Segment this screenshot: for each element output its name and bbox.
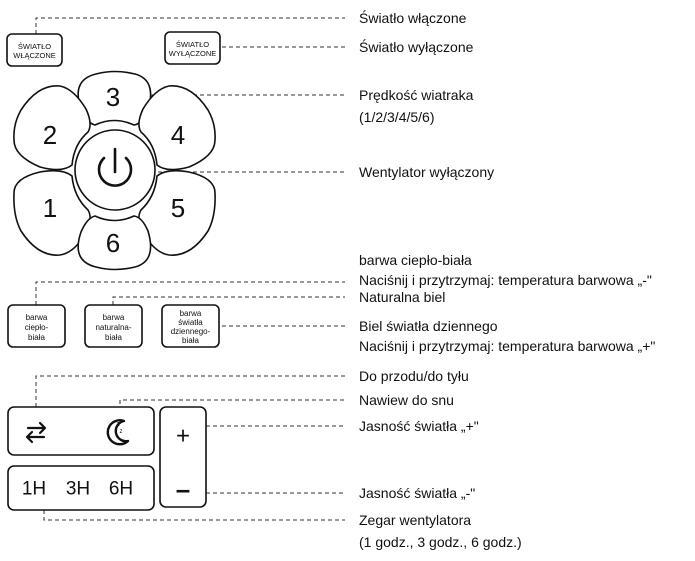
label-natural-white: Naturalna biel [359,289,445,305]
light-on-button-line2: WŁĄCZONE [13,51,56,60]
speed-1-label: 1 [43,193,57,223]
speed-2-label: 2 [43,120,57,150]
speed-4-label: 4 [171,120,185,150]
brightness-minus-label: – [176,474,190,504]
warm-white-button[interactable]: barwa ciepło- biała [7,304,66,348]
timer-panel: 1H 3H 6H [7,465,155,511]
label-light-on: Światło włączone [359,9,467,26]
label-warm-white: barwa ciepło-biała [359,252,472,268]
label-fan-speed: Prędkość wiatraka [359,87,474,103]
reverse-direction-button[interactable] [10,409,78,453]
light-off-button-line1: ŚWIATŁO [176,40,209,49]
label-brightness-down: Jasność światła „-" [359,485,475,501]
direction-sleep-panel: z z [7,406,155,456]
warm-white-line1: barwa [26,313,48,322]
reverse-arrows-icon [25,421,47,444]
moon-zz-icon: z z [106,419,130,446]
label-timer: Zegar wentylatora [359,512,471,528]
label-daylight-white: Biel światła dziennego [359,318,498,334]
timer-3h-button[interactable]: 3H [66,479,90,500]
brightness-panel: + – [159,406,207,508]
light-off-button-line2: WYŁĄCZONE [169,49,217,58]
sleep-mode-button[interactable]: z z [82,409,152,453]
power-icon [97,147,133,187]
daylight-white-line2: światła [178,318,203,327]
warm-white-line2: ciepło- [25,323,49,332]
label-direction: Do przodu/do tyłu [359,368,469,384]
speed-6-label: 6 [106,228,120,258]
label-warm-hold: Naciśnij i przytrzymaj: temperatura barw… [359,272,652,288]
speed-3-button[interactable]: 3 [77,70,152,126]
brightness-plus-button[interactable]: + [162,409,204,455]
svg-text:z: z [116,421,120,428]
svg-text:z: z [120,429,123,435]
fan-off-button[interactable] [74,129,156,211]
natural-white-line2: naturalna- [95,323,131,332]
natural-white-line1: barwa [103,313,125,322]
label-timer-values: (1 godz., 3 godz., 6 godz.) [359,534,522,550]
timer-1h-button[interactable]: 1H [22,479,46,500]
label-daylight-hold: Naciśnij i przytrzymaj: temperatura barw… [359,338,655,354]
light-on-button-line1: ŚWIATŁO [18,42,51,51]
timer-6h-button[interactable]: 6H [109,479,133,500]
daylight-white-line3: dziennego- [171,327,211,336]
label-light-off: Światło wyłączone [359,38,474,55]
speed-5-label: 5 [171,193,185,223]
speed-4-button[interactable]: 4 [138,85,216,171]
callout-labels: Światło włączone Światło wyłączone Prędk… [359,9,655,550]
label-sleep: Nawiew do snu [359,392,454,408]
daylight-white-line1: barwa [180,309,202,318]
natural-white-line3: biała [105,333,122,342]
brightness-plus-label: + [176,423,190,450]
speed-2-button[interactable]: 2 [13,85,91,171]
light-off-button[interactable]: ŚWIATŁO WYŁĄCZONE [164,31,221,65]
natural-white-button[interactable]: barwa naturalna- biała [84,304,143,348]
speed-3-label: 3 [106,82,120,112]
light-on-button[interactable]: ŚWIATŁO WŁĄCZONE [6,33,63,67]
warm-white-line3: biała [28,333,45,342]
label-brightness-up: Jasność światła „+" [359,418,479,434]
speed-1-button[interactable]: 1 [13,169,91,256]
speed-pad: 3 2 4 1 5 6 [13,70,216,271]
speed-6-button[interactable]: 6 [77,215,152,271]
label-fan-off: Wentylator wyłączony [359,164,494,180]
label-fan-speed-values: (1/2/3/4/5/6) [359,109,435,125]
daylight-white-line4: biała [182,336,199,345]
brightness-minus-button[interactable]: – [162,459,204,505]
daylight-white-button[interactable]: barwa światła dziennego- biała [161,304,220,348]
